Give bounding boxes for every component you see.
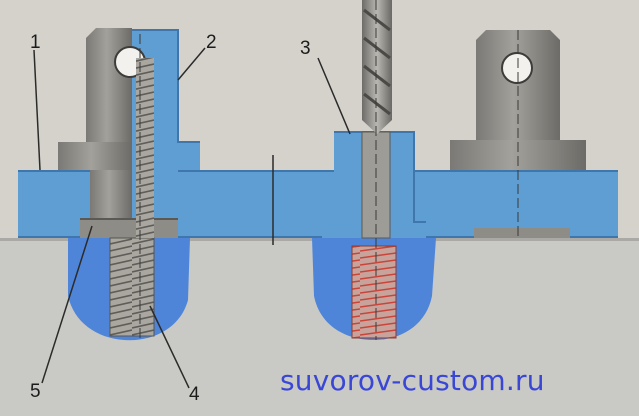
label-2: 2 — [206, 32, 217, 53]
drill-bit — [362, 0, 392, 134]
label-5: 5 — [30, 381, 41, 402]
label-1: 1 — [30, 32, 41, 53]
watermark: suvorov-custom.ru — [280, 364, 545, 397]
left-bolt-head — [86, 28, 132, 142]
right-bolt-head — [476, 30, 560, 140]
label-4: 4 — [189, 384, 200, 405]
label-3: 3 — [300, 38, 311, 59]
